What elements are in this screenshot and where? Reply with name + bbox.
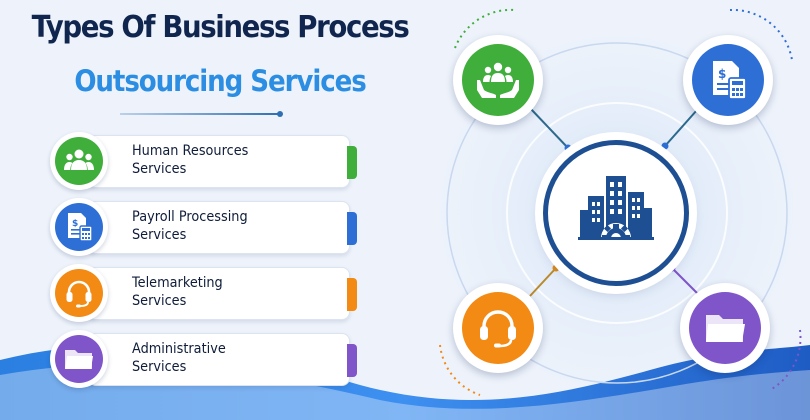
service-card-human-resources: Human Resources Services <box>50 132 357 192</box>
card-tab <box>347 344 357 377</box>
service-card-telemarketing: Telemarketing Services <box>50 264 357 324</box>
service-label: Payroll Processing Services <box>132 209 248 243</box>
card-bar <box>88 267 357 320</box>
card-tab <box>347 278 357 311</box>
card-icon-disc: $ <box>50 198 108 256</box>
card-bar <box>88 135 357 188</box>
service-label: Administrative Services <box>132 341 226 375</box>
payroll-calculator-icon: $ <box>68 213 93 242</box>
service-card-payroll: $ Payroll Processing Services <box>50 198 357 258</box>
svg-text:$: $ <box>72 219 78 229</box>
hub-satellite-telemarketing <box>453 283 543 373</box>
card-bar <box>88 333 357 386</box>
svg-text:$: $ <box>718 67 726 81</box>
team-icon <box>64 149 94 170</box>
office-buildings-gear-icon <box>576 176 656 254</box>
team-hands-icon <box>477 62 519 98</box>
folder-icon <box>65 350 93 369</box>
payroll-calculator-icon: $ <box>713 61 747 100</box>
card-icon-disc <box>50 132 108 190</box>
card-icon-disc <box>50 330 108 388</box>
card-tab <box>347 146 357 179</box>
card-tab <box>347 212 357 245</box>
hub-satellite-administrative <box>680 283 770 373</box>
hub-center <box>543 140 689 286</box>
hub-satellite-human-resources <box>453 35 543 125</box>
folder-icon <box>706 315 745 342</box>
page-title: Types Of Business Process <box>31 10 410 45</box>
service-label: Telemarketing Services <box>132 275 223 309</box>
headset-icon <box>66 280 92 308</box>
title-divider <box>120 111 283 117</box>
service-card-administrative: Administrative Services <box>50 330 357 390</box>
page-subtitle: Outsourcing Services <box>74 64 366 98</box>
service-label: Human Resources Services <box>132 143 249 177</box>
hub-satellite-payroll: $ <box>683 35 773 125</box>
card-icon-disc <box>50 264 108 322</box>
card-bar <box>88 201 357 254</box>
headset-icon <box>480 310 516 348</box>
